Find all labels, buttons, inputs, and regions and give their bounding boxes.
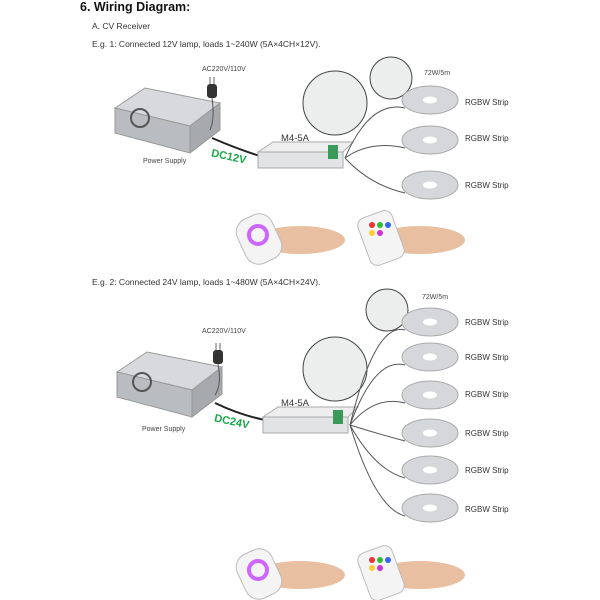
wire: [209, 97, 214, 131]
example2-strip-rating: 72W/5m: [422, 294, 449, 301]
color-wheel-icon: [247, 559, 269, 581]
example2-strip-label: RGBW Strip: [465, 429, 509, 438]
example1-power-supply-label: Power Supply: [143, 158, 187, 165]
controller-top: [261, 406, 360, 418]
remote-button: [369, 222, 375, 228]
example1-caption: E.g. 1: Connected 12V lamp, loads 1~240W…: [92, 39, 321, 49]
remote-button: [369, 230, 375, 236]
remote-button: [377, 557, 383, 563]
fan-icon: [130, 108, 150, 128]
reel-hole: [423, 136, 437, 144]
page-heading: 6. Wiring Diagram:: [80, 0, 191, 14]
wire: [349, 363, 406, 426]
wire: [349, 424, 406, 442]
example1-strip-label: RGBW Strip: [465, 181, 509, 190]
remote-control-round: [235, 548, 283, 600]
reel-hole: [423, 391, 437, 399]
example2-caption: E.g. 2: Connected 24V lamp, loads 1~480W…: [92, 277, 321, 287]
fan-icon: [132, 372, 152, 392]
example1-strip-label: RGBW Strip: [465, 134, 509, 143]
remote-button: [377, 565, 383, 571]
power-supply-terminals: [189, 101, 221, 155]
wire: [349, 400, 406, 426]
example2-strip-label: RGBW Strip: [465, 353, 509, 362]
m4-5a-controller: [262, 416, 349, 434]
section-title: A. CV Receiver: [92, 21, 151, 31]
remote-control-buttons: [357, 545, 405, 600]
power-supply-terminals: [191, 365, 223, 419]
remote-button: [377, 230, 383, 236]
m4-5a-controller: [257, 151, 344, 169]
example2-strip-label: RGBW Strip: [465, 505, 509, 514]
reel-hole: [423, 504, 437, 512]
wire: [214, 402, 266, 421]
reel-hole: [423, 466, 437, 474]
wire: [344, 157, 406, 194]
reel-hole: [423, 353, 437, 361]
remote-button: [377, 222, 383, 228]
remote-button: [385, 557, 391, 563]
terminal-block: [333, 410, 343, 424]
color-wheel-icon: [247, 224, 269, 246]
remote-control-round: [235, 213, 283, 265]
wire: [349, 424, 406, 479]
remote-control-buttons: [357, 210, 405, 266]
reel-hole: [423, 429, 437, 437]
wire: [214, 363, 220, 396]
terminal-block: [328, 145, 338, 159]
reel-hole: [423, 181, 437, 189]
plug-icon: [207, 84, 217, 98]
plug-icon: [213, 350, 223, 364]
wire: [349, 328, 406, 426]
example1-strip-label: RGBW Strip: [465, 98, 509, 107]
example1-strip-rating: 72W/5m: [424, 70, 451, 77]
remote-button: [369, 565, 375, 571]
wire: [349, 424, 406, 517]
example2-strip-label: RGBW Strip: [465, 466, 509, 475]
example2-ac-label: AC220V/110V: [202, 328, 246, 335]
remote-button: [385, 222, 391, 228]
reel-hole: [423, 96, 437, 104]
zoom-detail-circle: [369, 56, 413, 100]
example2-strip-label: RGBW Strip: [465, 318, 509, 327]
zoom-detail-circle: [365, 288, 409, 332]
example2-power-supply-label: Power Supply: [142, 426, 186, 433]
example1-ac-label: AC220V/110V: [202, 66, 246, 73]
zoom-detail-circle: [302, 70, 368, 136]
reel-hole: [423, 318, 437, 326]
example2-strip-label: RGBW Strip: [465, 390, 509, 399]
zoom-detail-circle: [302, 336, 368, 402]
wire: [344, 145, 406, 159]
example2-controller-label: M4-5A: [281, 398, 309, 409]
example1-controller-label: M4-5A: [281, 133, 309, 144]
remote-button: [369, 557, 375, 563]
wire: [344, 106, 406, 159]
